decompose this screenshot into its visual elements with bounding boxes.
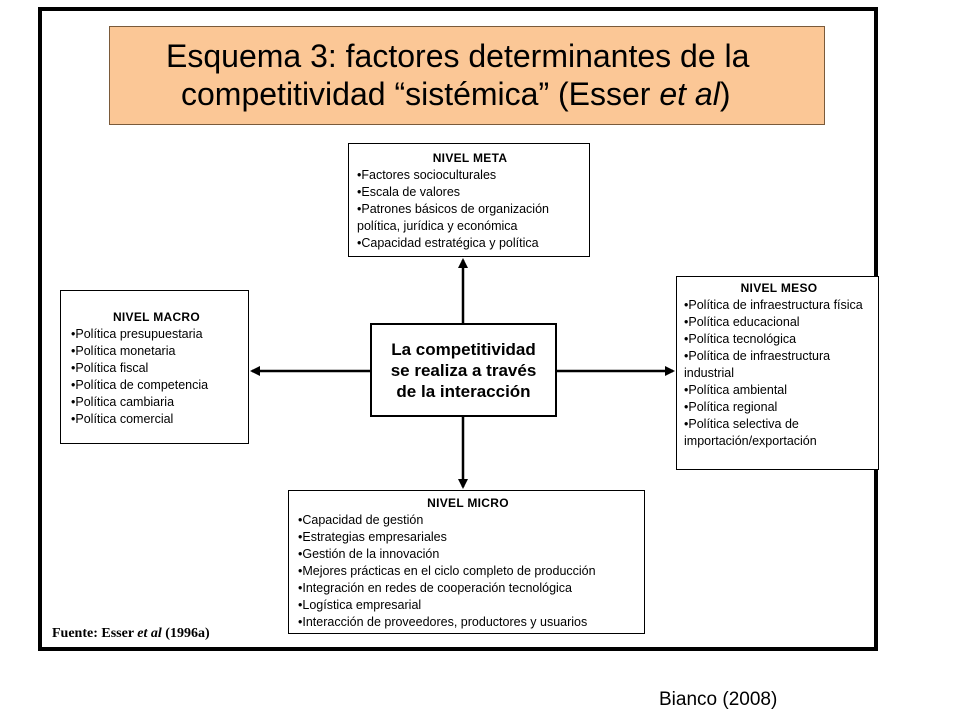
- list-item: •Política selectiva de importación/expor…: [684, 417, 817, 448]
- list-item: •Política de infraestructura física: [684, 298, 863, 312]
- list-item: •Gestión de la innovación: [298, 547, 440, 561]
- list-item: •Política de infraestructura industrial: [684, 349, 831, 380]
- nivel-meta-list: •Factores socioculturales •Escala de val…: [357, 167, 583, 252]
- title-line-2: competitividad “sistémica” (Esser et al): [166, 75, 824, 113]
- central-text: La competitividad se realiza a través de…: [390, 339, 537, 401]
- list-item: •Integración en redes de cooperación tec…: [298, 581, 573, 595]
- source-label: Fuente: Esser: [52, 626, 138, 641]
- list-item: •Escala de valores: [357, 185, 461, 199]
- nivel-meso-box: NIVEL MESO •Política de infraestructura …: [676, 276, 879, 470]
- list-item: •Política de competencia: [71, 378, 209, 392]
- list-item: •Política presupuestaria: [71, 327, 203, 341]
- list-item: •Logística empresarial: [298, 598, 422, 612]
- list-item: •Política ambiental: [684, 383, 788, 397]
- nivel-micro-heading: NIVEL MICRO: [427, 496, 509, 510]
- source-note: Fuente: Esser et al (1996a): [52, 626, 210, 642]
- diagram-title: Esquema 3: factores determinantes de la …: [109, 26, 825, 125]
- central-competitividad-box: La competitividad se realiza a través de…: [370, 323, 557, 417]
- nivel-micro-list: •Capacidad de gestión •Estrategias empre…: [298, 512, 638, 631]
- title-close-paren: ): [719, 76, 731, 112]
- nivel-meso-list: •Política de infraestructura física •Pol…: [684, 297, 874, 450]
- nivel-macro-box: NIVEL MACRO •Política presupuestaria •Po…: [60, 290, 249, 444]
- list-item: •Estrategias empresariales: [298, 530, 447, 544]
- list-item: •Capacidad de gestión: [298, 513, 424, 527]
- list-item: •Política monetaria: [71, 344, 176, 358]
- nivel-meta-heading: NIVEL META: [432, 151, 508, 165]
- list-item: •Política comercial: [71, 412, 174, 426]
- list-item: •Política educacional: [684, 315, 800, 329]
- nivel-meta-box: NIVEL META •Factores socioculturales •Es…: [348, 143, 590, 257]
- list-item: •Factores socioculturales: [357, 168, 497, 182]
- list-item: •Mejores prácticas en el ciclo completo …: [298, 564, 596, 578]
- list-item: •Política cambiaria: [71, 395, 175, 409]
- nivel-micro-box: NIVEL MICRO •Capacidad de gestión •Estra…: [288, 490, 645, 634]
- nivel-macro-heading: NIVEL MACRO: [112, 310, 201, 324]
- title-et-al: et al: [659, 76, 720, 112]
- list-item: política, jurídica y económica: [357, 219, 518, 233]
- title-line-2-text: competitividad “sistémica” (Esser: [181, 76, 660, 112]
- citation: Bianco (2008): [659, 689, 778, 710]
- list-item: •Política regional: [684, 400, 778, 414]
- source-year: (1996a): [161, 626, 210, 641]
- title-line-1: Esquema 3: factores determinantes de la: [166, 38, 750, 74]
- list-item: •Política tecnológica: [684, 332, 797, 346]
- list-item: •Interacción de proveedores, productores…: [298, 615, 588, 629]
- source-et-al: et al: [137, 626, 162, 641]
- nivel-meso-heading: NIVEL MESO: [740, 281, 818, 295]
- nivel-macro-list: •Política presupuestaria •Política monet…: [71, 326, 242, 428]
- list-item: •Patrones básicos de organización: [357, 202, 549, 216]
- list-item: •Política fiscal: [71, 361, 149, 375]
- list-item: •Capacidad estratégica y política: [357, 236, 539, 250]
